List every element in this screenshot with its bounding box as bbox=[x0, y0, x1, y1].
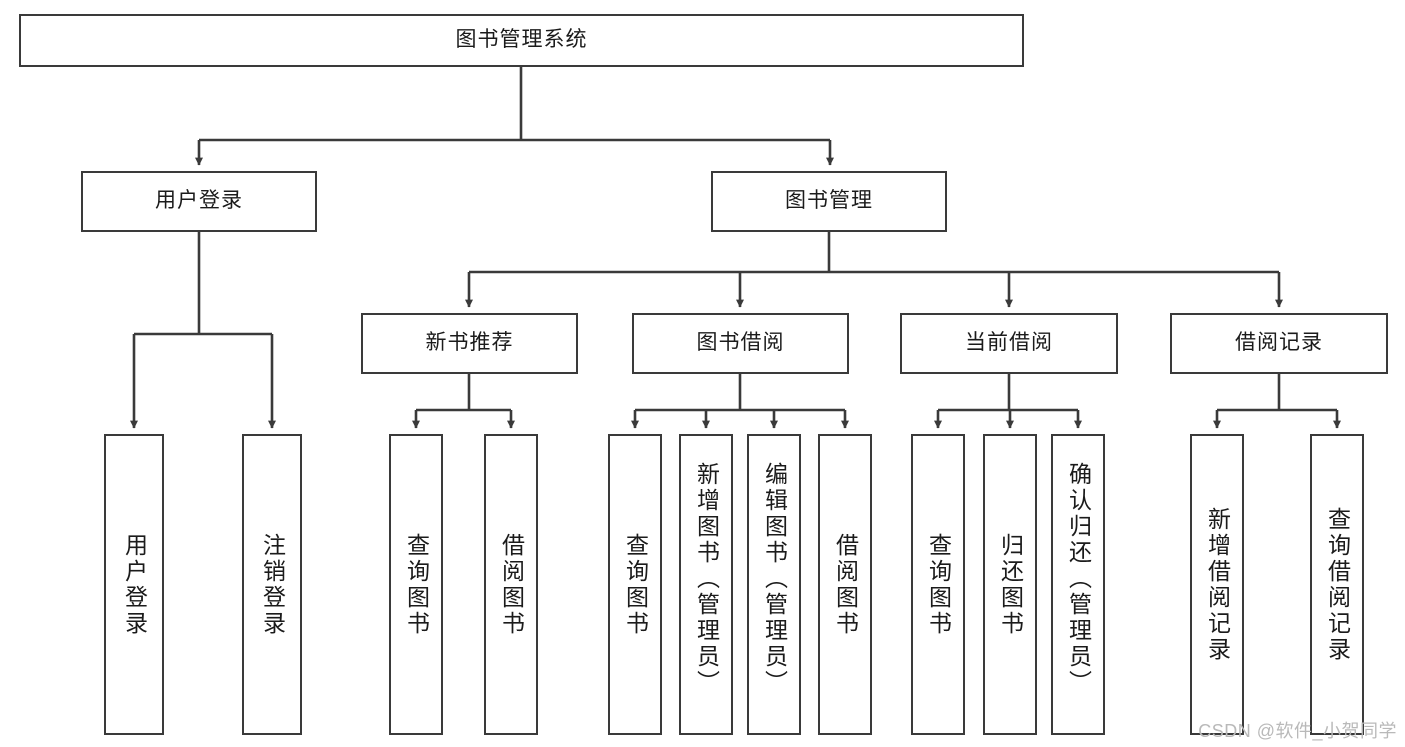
node-leaf-user-login[interactable]: 用户登录 bbox=[104, 434, 164, 735]
node-leaf-cb-return-label: 归还图书 bbox=[997, 532, 1024, 637]
node-leaf-rec-query-label: 查询图书 bbox=[403, 532, 430, 637]
node-leaf-user-logout[interactable]: 注销登录 bbox=[242, 434, 302, 735]
node-leaf-cb-return[interactable]: 归还图书 bbox=[983, 434, 1037, 735]
node-book-borrow[interactable]: 图书借阅 bbox=[632, 313, 849, 374]
node-leaf-rec-borrow-label: 借阅图书 bbox=[498, 532, 525, 637]
node-leaf-br-query-label: 查询借阅记录 bbox=[1324, 506, 1351, 663]
node-leaf-bb-borrow-label: 借阅图书 bbox=[832, 532, 859, 637]
node-leaf-cb-confirm-label: 确认归还（管理员） bbox=[1065, 462, 1092, 696]
node-leaf-bb-add[interactable]: 新增图书（管理员） bbox=[679, 434, 733, 735]
node-leaf-bb-borrow[interactable]: 借阅图书 bbox=[818, 434, 872, 735]
node-current-borrow-label: 当前借阅 bbox=[965, 331, 1053, 355]
node-leaf-bb-query[interactable]: 查询图书 bbox=[608, 434, 662, 735]
node-book-manage[interactable]: 图书管理 bbox=[711, 171, 947, 232]
node-leaf-br-add-label: 新增借阅记录 bbox=[1204, 506, 1231, 663]
node-root[interactable]: 图书管理系统 bbox=[19, 14, 1024, 67]
node-borrow-record-label: 借阅记录 bbox=[1235, 331, 1323, 355]
node-book-manage-label: 图书管理 bbox=[785, 189, 873, 213]
node-book-borrow-label: 图书借阅 bbox=[696, 331, 785, 355]
node-leaf-br-add[interactable]: 新增借阅记录 bbox=[1190, 434, 1244, 735]
node-leaf-rec-borrow[interactable]: 借阅图书 bbox=[484, 434, 538, 735]
node-user-login-label: 用户登录 bbox=[155, 189, 243, 213]
node-user-login[interactable]: 用户登录 bbox=[81, 171, 317, 232]
node-new-book-rec-label: 新书推荐 bbox=[425, 331, 514, 355]
node-leaf-bb-edit-label: 编辑图书（管理员） bbox=[761, 462, 788, 696]
node-borrow-record[interactable]: 借阅记录 bbox=[1170, 313, 1388, 374]
node-leaf-user-login-label: 用户登录 bbox=[121, 532, 148, 637]
node-leaf-br-query[interactable]: 查询借阅记录 bbox=[1310, 434, 1364, 735]
node-leaf-cb-query[interactable]: 查询图书 bbox=[911, 434, 965, 735]
node-current-borrow[interactable]: 当前借阅 bbox=[900, 313, 1118, 374]
node-leaf-rec-query[interactable]: 查询图书 bbox=[389, 434, 443, 735]
watermark: CSDN @软件_小贺同学 bbox=[1198, 721, 1397, 741]
node-leaf-bb-edit[interactable]: 编辑图书（管理员） bbox=[747, 434, 801, 735]
node-leaf-bb-add-label: 新增图书（管理员） bbox=[693, 462, 720, 696]
node-new-book-rec[interactable]: 新书推荐 bbox=[361, 313, 578, 374]
node-leaf-user-logout-label: 注销登录 bbox=[259, 532, 286, 637]
node-root-label: 图书管理系统 bbox=[455, 28, 588, 52]
node-leaf-cb-confirm[interactable]: 确认归还（管理员） bbox=[1051, 434, 1105, 735]
node-leaf-cb-query-label: 查询图书 bbox=[925, 532, 952, 637]
node-leaf-bb-query-label: 查询图书 bbox=[622, 532, 649, 637]
